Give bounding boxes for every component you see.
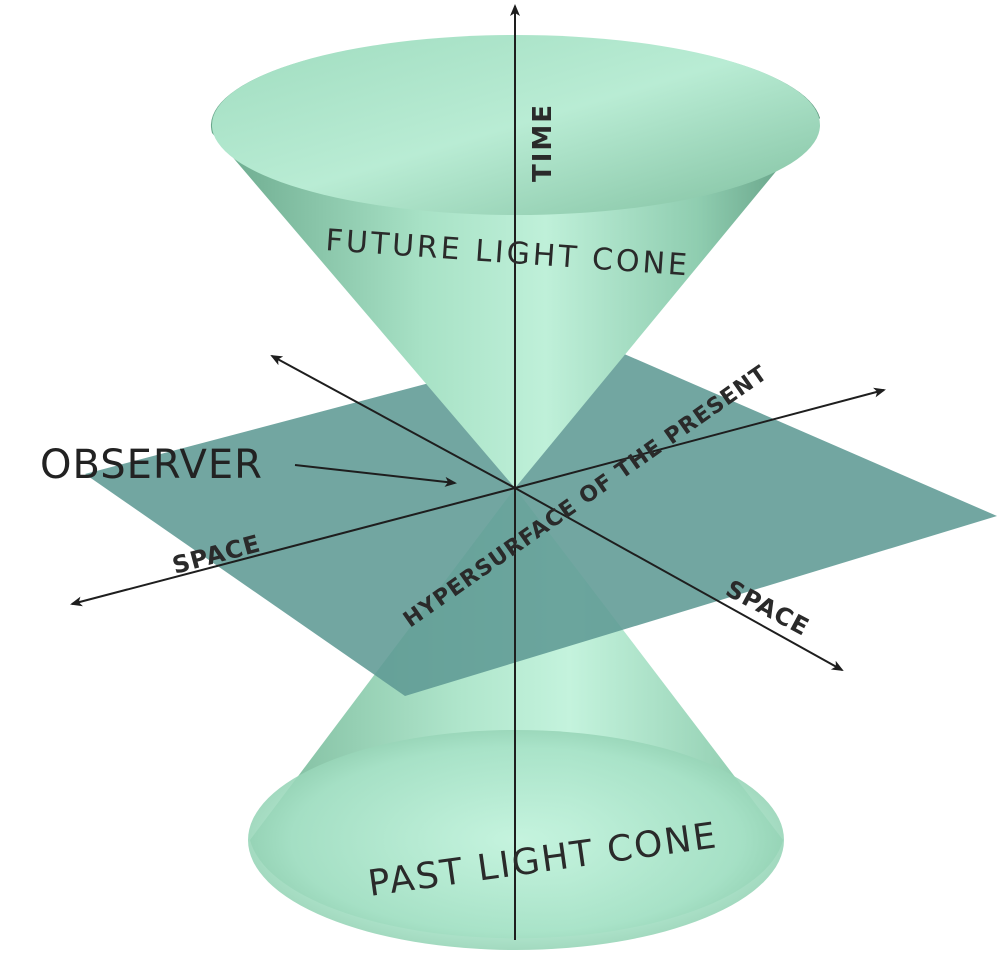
space-axis-diag-up: [270, 355, 516, 489]
space-axis-left: [70, 487, 516, 607]
observer-label: OBSERVER: [40, 442, 263, 488]
space-axis-diag-down: [514, 487, 844, 671]
observer-pointer-arrow: [294, 464, 457, 487]
hypersurface-plane: [85, 340, 997, 696]
hypersurface-polygon: [85, 340, 997, 696]
axes: [70, 4, 886, 940]
space-axis-right: [514, 387, 886, 489]
time-label: TIME: [528, 103, 558, 182]
